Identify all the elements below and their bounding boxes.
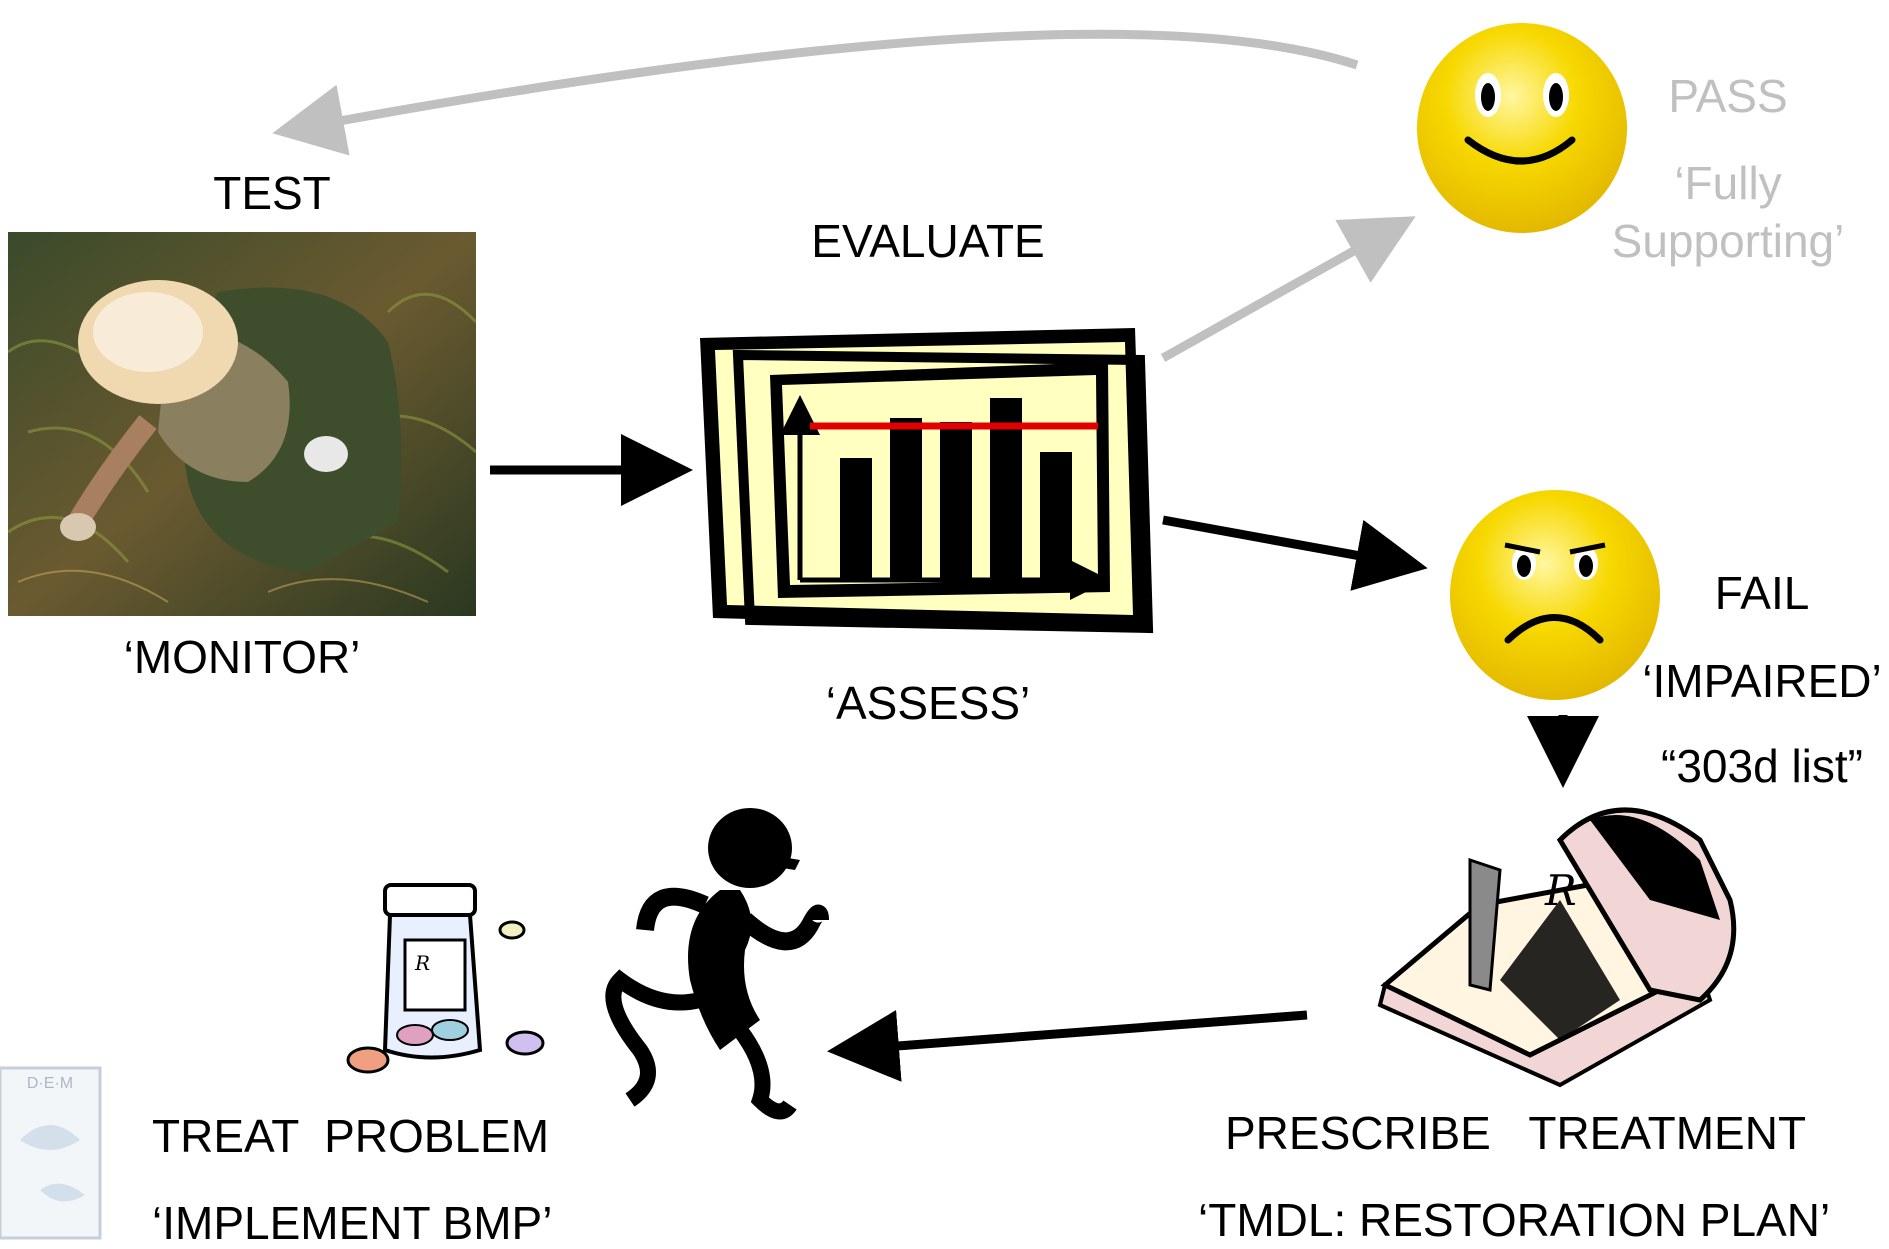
fail-caption-line1: ‘IMPAIRED’ [1642,655,1882,707]
svg-text:D·E·M: D·E·M [27,1075,73,1092]
evaluate-heading: EVALUATE [811,215,1045,267]
test-heading: TEST [213,167,331,219]
prescribe-to-treat-arrow [827,1010,1308,1082]
pass-caption-line2: Supporting’ [1611,215,1845,267]
evaluate-to-fail-arrow [1162,515,1428,591]
prescription-pad-icon: R [1377,807,1737,1088]
prescribe-heading: PRESCRIBE TREATMENT [1225,1107,1807,1159]
test-caption: ‘MONITOR’ [123,631,361,683]
prescribe-caption: ‘TMDL: RESTORATION PLAN’ [1198,1194,1831,1246]
chart-bar [840,458,872,578]
evaluate-to-pass-arrow [1160,216,1416,362]
monitoring-photo [8,232,476,616]
pass-to-test-arrow [272,29,1359,156]
pass-caption-line1: ‘Fully [1674,157,1782,209]
svg-text:R: R [1544,866,1577,915]
running-person-icon [605,808,829,1120]
treat-heading: TREAT PROBLEM [152,1110,550,1162]
fail-heading: FAIL [1714,567,1810,619]
pill-bottle-icon: R [346,883,545,1074]
evaluate-caption: ‘ASSESS’ [825,677,1031,729]
happy-face-icon [1417,23,1627,233]
chart-bar [940,422,972,578]
dem-logo: D·E·M [0,1066,102,1240]
chart-bar [1040,452,1072,578]
sad-face-icon [1450,490,1660,700]
assessment-chart-icon [700,328,1154,634]
chart-bar [890,418,922,578]
svg-text:R: R [414,951,430,975]
pass-heading: PASS [1668,70,1788,122]
fail-caption-line2: “303d list” [1661,740,1863,792]
treat-caption: ‘IMPLEMENT BMP’ [152,1197,553,1249]
